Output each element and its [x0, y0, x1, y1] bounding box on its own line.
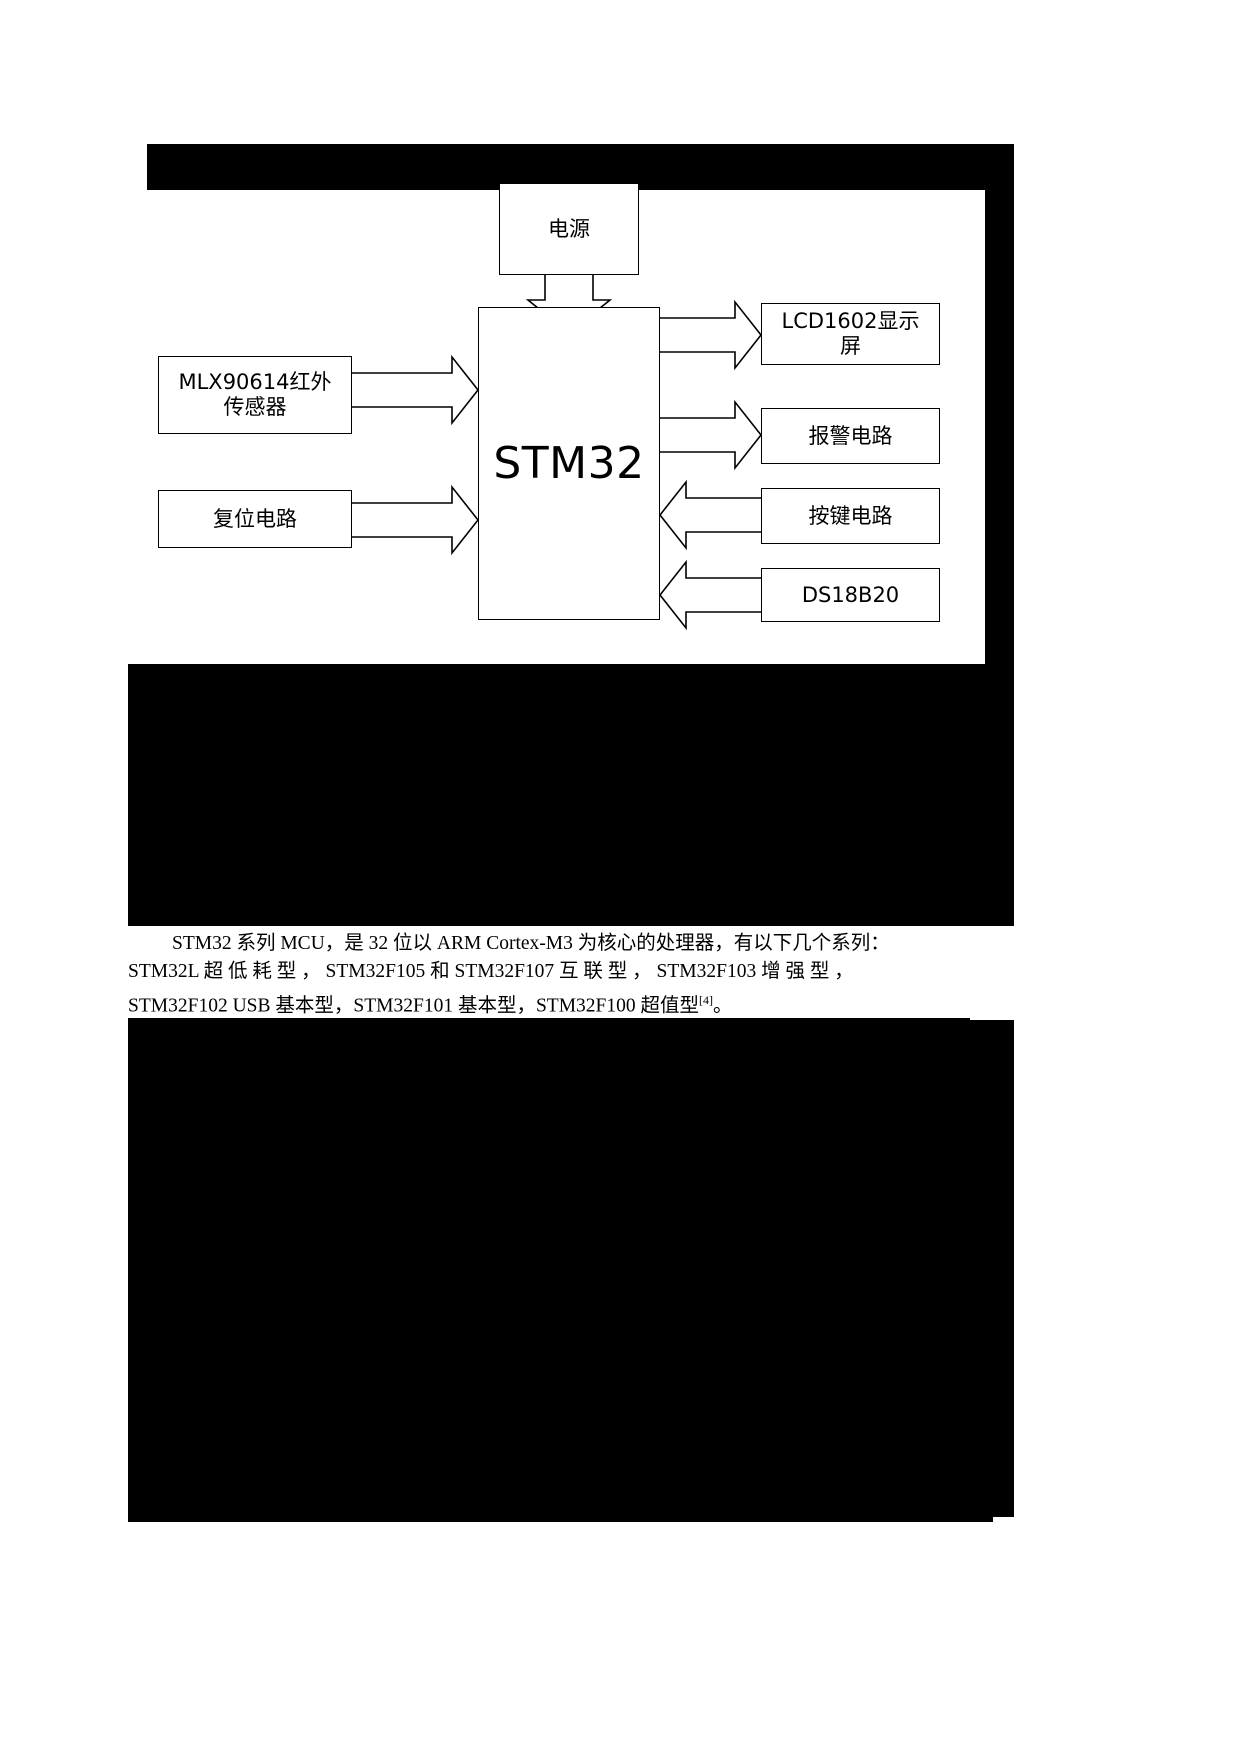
mask-middle-band — [128, 664, 1014, 926]
text-line1-right-extension — [970, 926, 1096, 958]
node-reset-label: 复位电路 — [213, 506, 297, 531]
node-lcd-label-line1: LCD1602显示 — [781, 309, 920, 334]
node-key-label: 按键电路 — [808, 503, 893, 528]
paragraph-line-3-text: STM32F102 USB 基本型，STM32F101 基本型，STM32F10… — [128, 995, 700, 1017]
mask-frame-top-right — [147, 144, 1014, 168]
paragraph-line-3-end: 。 — [713, 995, 733, 1017]
paragraph-citation-ref: [4] — [699, 993, 714, 1007]
arrow-reset-to-mcu — [352, 484, 480, 556]
arrow-key-to-mcu — [658, 479, 761, 551]
node-ds18b20-label: DS18B20 — [801, 582, 900, 607]
node-lcd-label-line2: 屏 — [839, 334, 861, 358]
node-key-circuit[interactable]: 按键电路 — [761, 488, 940, 544]
node-sensor-label-line2: 传感器 — [223, 395, 287, 419]
node-mlx90614-sensor[interactable]: MLX90614红外 传感器 — [158, 356, 352, 434]
node-power-label: 电源 — [548, 216, 590, 241]
mask-page-footer — [128, 1018, 993, 1518]
arrow-sensor-to-mcu — [352, 354, 480, 426]
arrow-mcu-to-alarm — [660, 399, 763, 471]
node-stm32-mcu[interactable]: STM32 — [478, 307, 660, 620]
node-reset-circuit[interactable]: 复位电路 — [158, 490, 352, 548]
node-alarm-circuit[interactable]: 报警电路 — [761, 408, 940, 464]
body-paragraph: STM32 系列 MCU，是 32 位以 ARM Cortex-M3 为核心的处… — [128, 926, 973, 1018]
node-mcu-label: STM32 — [493, 437, 645, 489]
text-line3-right-extension — [970, 988, 994, 1020]
paragraph-line-2: STM32L 超 低 耗 型 ， STM32F105 和 STM32F107 互… — [128, 961, 854, 982]
arrow-mcu-to-lcd — [660, 299, 763, 371]
text-line2-right-extension — [970, 958, 1096, 988]
node-sensor-label-line1: MLX90614红外 — [178, 370, 332, 395]
node-lcd1602-display[interactable]: LCD1602显示 屏 — [761, 303, 940, 365]
arrow-ds18b20-to-mcu — [658, 559, 761, 631]
mask-right-gutter-top — [985, 144, 1014, 664]
system-block-diagram: 电源 STM32 MLX90614红外 传感器 复位电路 LCD1602显示 屏… — [147, 183, 985, 664]
node-power-supply[interactable]: 电源 — [499, 183, 639, 275]
paragraph-line-3: STM32F102 USB 基本型，STM32F101 基本型，STM32F10… — [128, 986, 973, 1017]
node-ds18b20-sensor[interactable]: DS18B20 — [761, 568, 940, 622]
paragraph-line-1: STM32 系列 MCU，是 32 位以 ARM Cortex-M3 为核心的处… — [172, 933, 890, 954]
node-alarm-label: 报警电路 — [808, 423, 893, 448]
